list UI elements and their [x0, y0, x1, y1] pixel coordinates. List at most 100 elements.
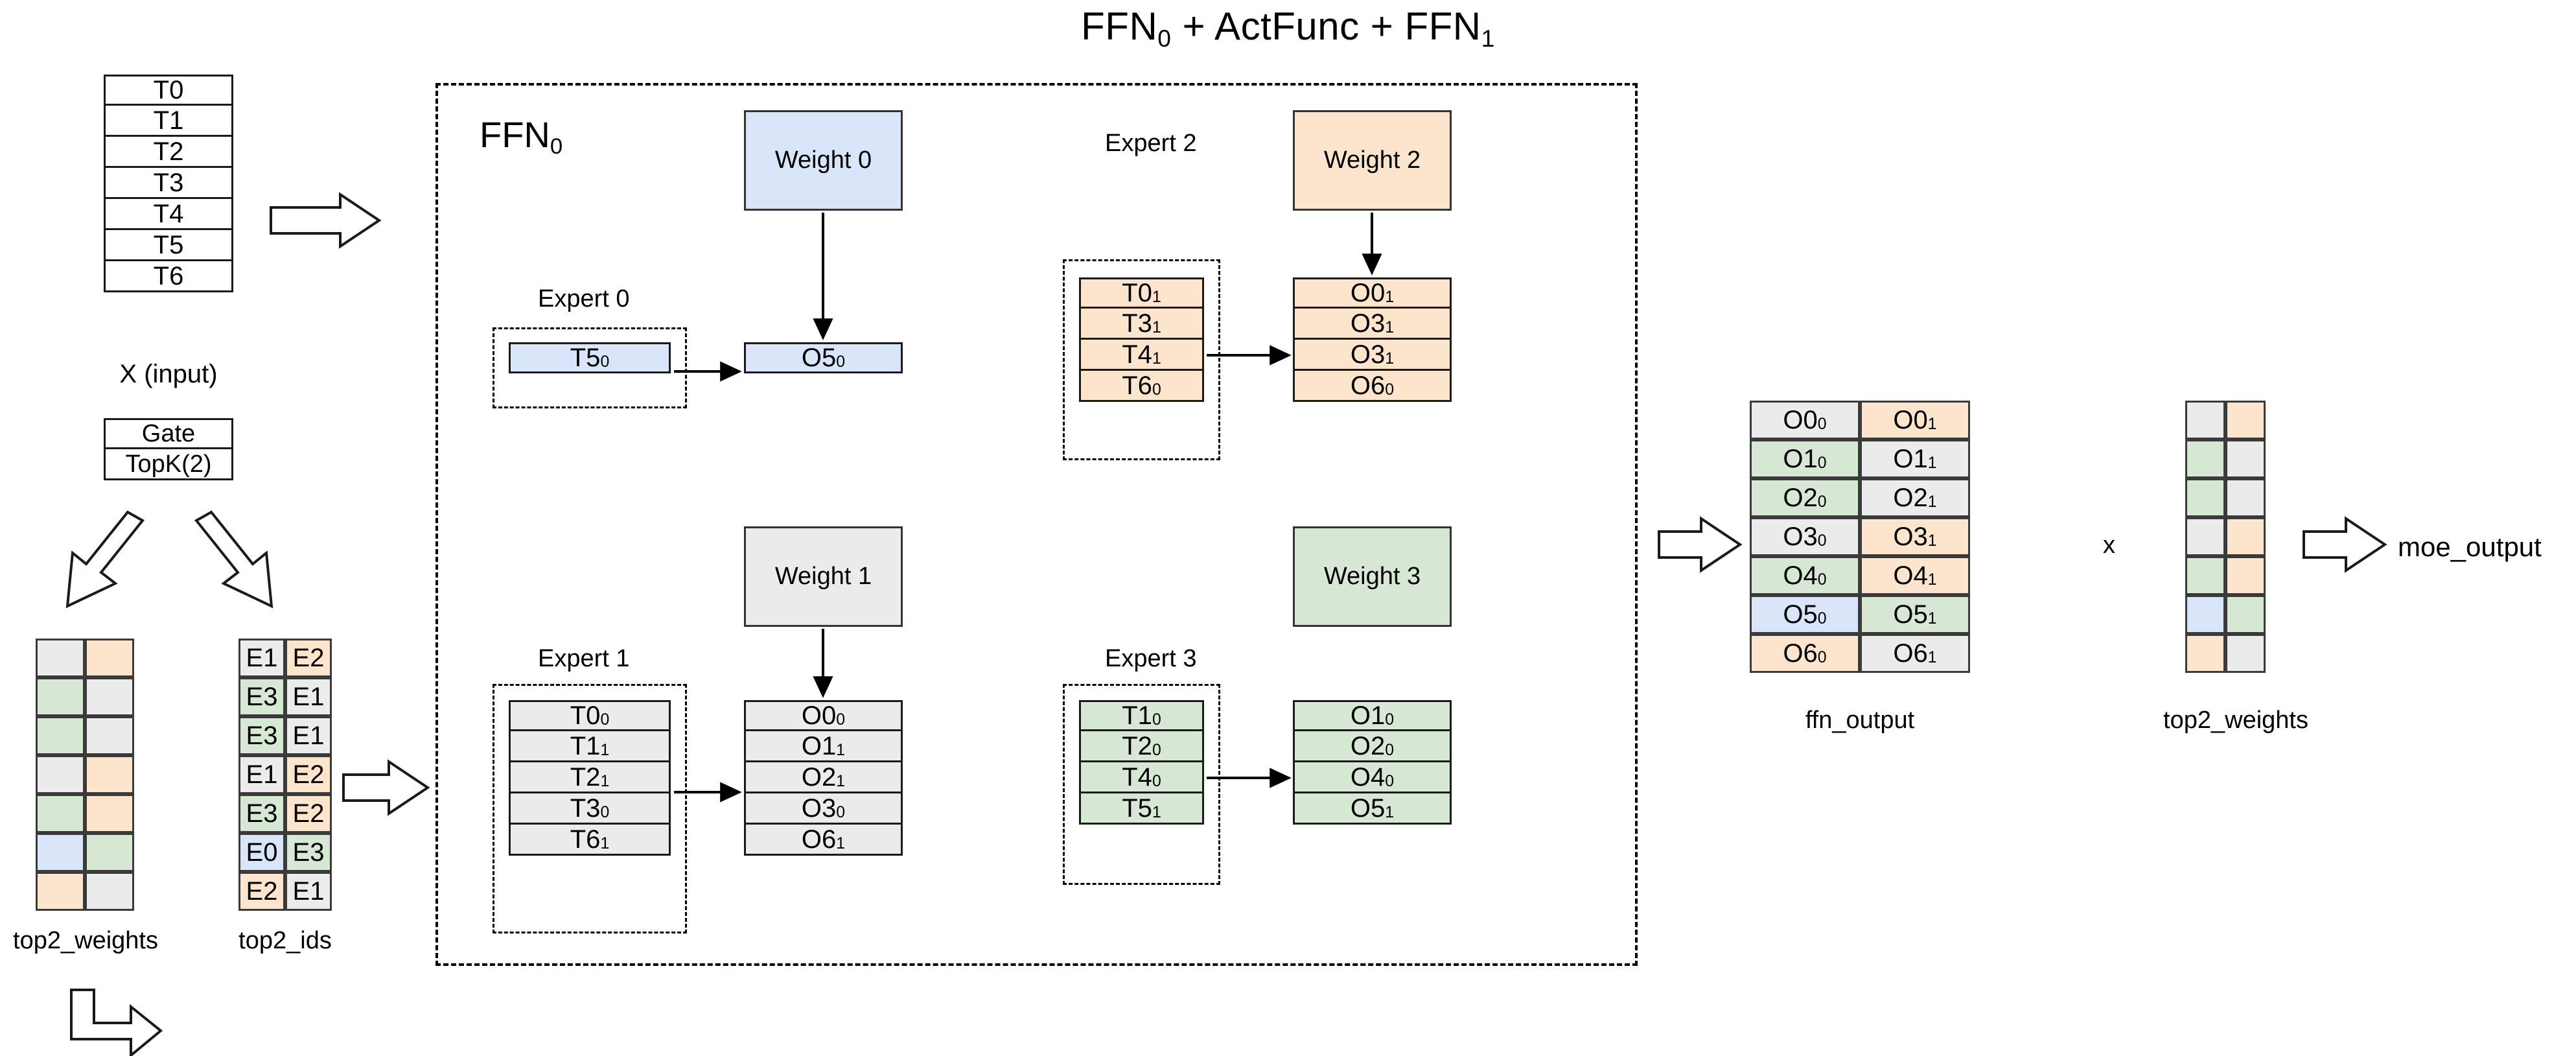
input-token-2: T2	[104, 137, 233, 168]
expert-3-group	[1063, 684, 1220, 885]
top2-weights-left-cell-r5c1	[85, 833, 134, 872]
top2-weights-left-matrix	[36, 639, 134, 911]
top2-weights-left-cell-r2c1	[85, 716, 134, 755]
ffn0-group-boundary	[435, 83, 1638, 966]
top2-weights-right-cell-r3c1	[2225, 517, 2266, 556]
top2-weights-right-matrix	[2185, 401, 2266, 673]
expert-0-group	[493, 327, 687, 408]
top2-weights-right-cell-r4c0	[2185, 556, 2225, 595]
top2-ids-cell-r5c0: E0	[238, 833, 285, 872]
top2-weights-right-cell-r6c0	[2185, 634, 2225, 673]
top2-weights-left-cell-r0c1	[85, 639, 134, 677]
top2-ids-cell-r3c1: E2	[285, 755, 332, 794]
top2-weights-left-cell-r3c0	[36, 755, 85, 794]
ffn0-label: FFN0	[480, 113, 563, 159]
top2ids-to-ffn0-block-arrow	[342, 759, 430, 816]
top2-ids-cell-r1c0: E3	[238, 677, 285, 716]
top2-weights-left-label: top2_weights	[13, 927, 158, 954]
top2-weights-left-cell-r1c0	[36, 677, 85, 716]
top2-ids-cell-r0c0: E1	[238, 639, 285, 677]
gate-row-0: Gate	[104, 418, 233, 449]
top2-weights-left-cell-r3c1	[85, 755, 134, 794]
top2-ids-cell-r2c0: E3	[238, 716, 285, 755]
top2-weights-left-cell-r1c1	[85, 677, 134, 716]
top2-weights-right-cell-r0c0	[2185, 401, 2225, 440]
ffn0-label-text: FFN	[480, 114, 550, 155]
multiply-symbol: x	[2103, 532, 2115, 559]
expert-2-weight-box: Weight 2	[1293, 110, 1452, 211]
gate-to-top2-ids-arrow	[194, 510, 273, 609]
ffn0-label-sub: 0	[550, 134, 563, 159]
to-moe-output-block-arrow	[2303, 516, 2387, 573]
top2-weights-left-cell-r6c0	[36, 872, 85, 911]
ffn-output-label: ffn_output	[1805, 707, 1915, 734]
expert-0-label: Expert 0	[538, 285, 630, 312]
expert-0-weight-box: Weight 0	[744, 110, 903, 211]
top2-weights-right-cell-r5c0	[2185, 595, 2225, 634]
recurrence-bent-arrow	[70, 989, 163, 1056]
top2-weights-right-cell-r3c0	[2185, 517, 2225, 556]
title-ffn0-text: FFN	[1081, 5, 1158, 48]
top2-weights-left-cell-r6c1	[85, 872, 134, 911]
title-ffn0-sub: 0	[1157, 25, 1172, 53]
top2-ids-cell-r3c0: E1	[238, 755, 285, 794]
input-token-6: T6	[104, 261, 233, 292]
input-token-4: T4	[104, 199, 233, 230]
top2-weights-left-cell-r0c0	[36, 639, 85, 677]
title-middle-text: + ActFunc + FFN	[1171, 5, 1481, 48]
expert-1-label: Expert 1	[538, 645, 630, 672]
input-token-5: T5	[104, 230, 233, 261]
top2-weights-right-cell-r5c1	[2225, 595, 2266, 634]
top2-weights-left-cell-r4c0	[36, 794, 85, 833]
top2-ids-label: top2_ids	[238, 927, 332, 954]
input-label: X (input)	[119, 360, 218, 388]
ffn0-to-ffn-output-block-arrow	[1658, 516, 1743, 573]
top2-weights-right-cell-r1c0	[2185, 440, 2225, 478]
top2-weights-right-cell-r6c1	[2225, 634, 2266, 673]
moe-output-label: moe_output	[2398, 532, 2542, 562]
top2-weights-right-cell-r2c1	[2225, 478, 2266, 517]
expert-2-group	[1063, 259, 1220, 460]
page-title: FFN0 + ActFunc + FFN1	[0, 4, 2576, 53]
top2-weights-right-cell-r4c1	[2225, 556, 2266, 595]
expert-3-weight-box: Weight 3	[1293, 526, 1452, 627]
top2-ids-cell-r6c1: E1	[285, 872, 332, 911]
